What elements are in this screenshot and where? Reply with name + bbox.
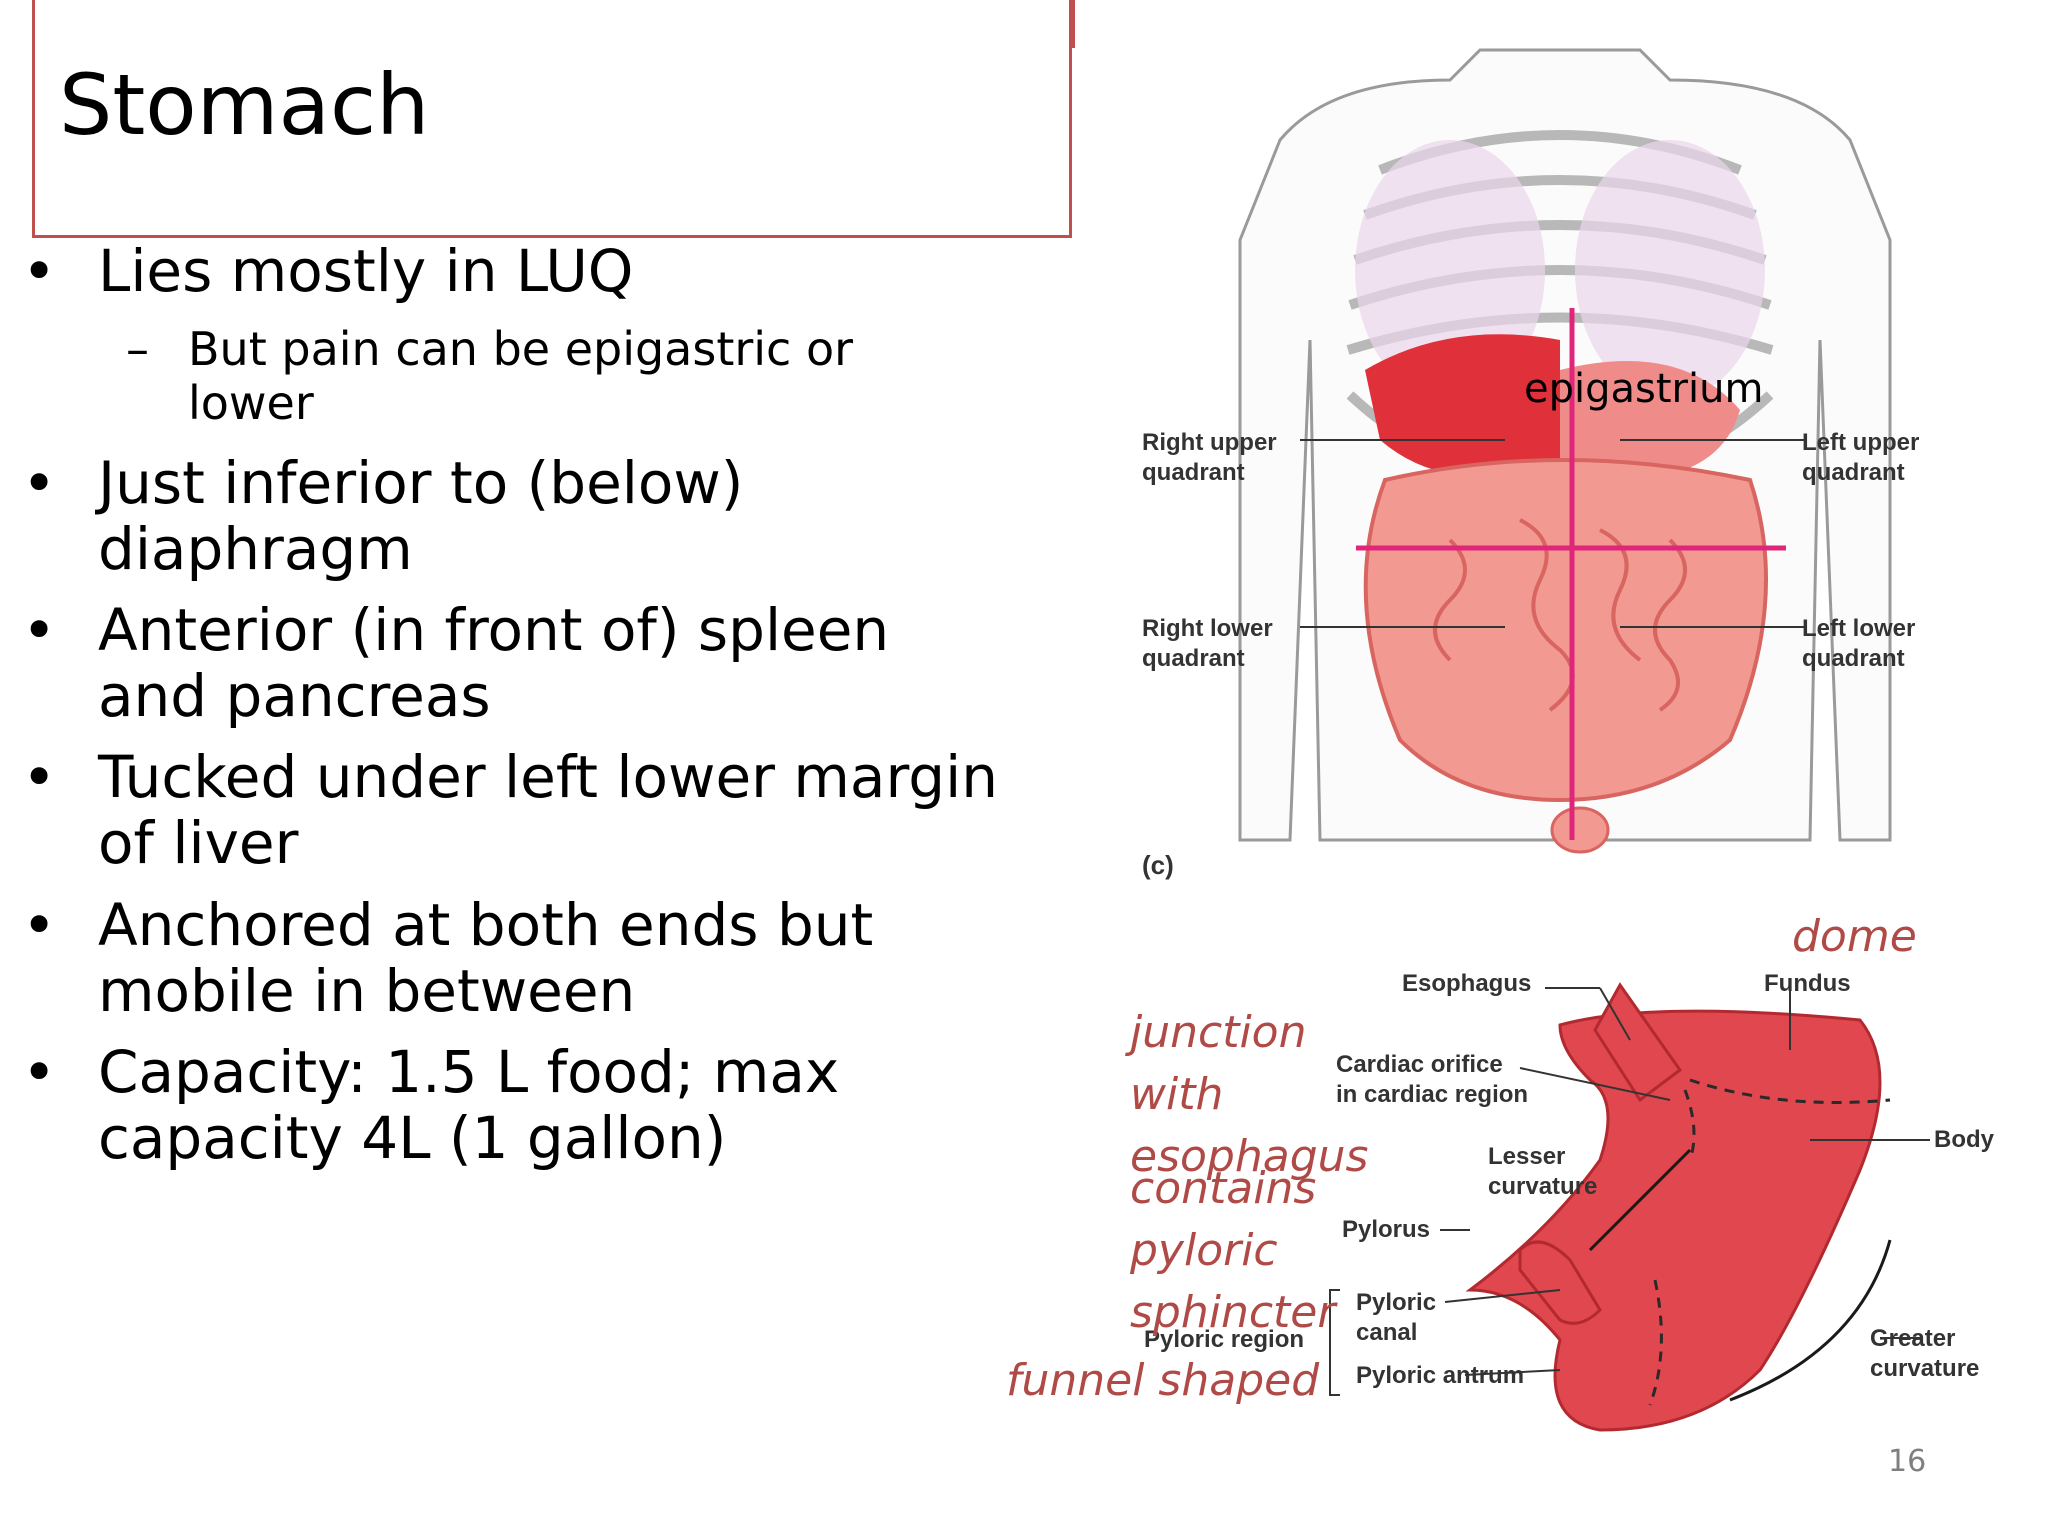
bullet-dot: • <box>22 237 57 305</box>
bullet-text: Lies mostly in LUQ <box>98 237 634 305</box>
stomach-anatomy-figure: Esophagus Fundus Cardiac orifice in card… <box>1000 930 2020 1450</box>
stomach-leader-lines <box>1440 987 1930 1376</box>
esophagus-label: Esophagus <box>1402 970 1532 997</box>
luq-label-line2: quadrant <box>1802 459 1905 486</box>
torso-illustration <box>1238 48 1892 854</box>
lesser-curvature-label: Lesser curvature <box>1488 1142 1597 1202</box>
intestines <box>1363 458 1768 803</box>
slide-title: Stomach <box>59 56 430 154</box>
curvature-arrows <box>1588 1148 1892 1402</box>
greater-curvature-label: Greater curvature <box>1870 1324 1979 1384</box>
body-label: Body <box>1934 1126 1994 1153</box>
greater-label-line2: curvature <box>1870 1355 1980 1382</box>
cardiac-label-line1: Cardiac orifice <box>1336 1051 1503 1078</box>
panel-label: (c) <box>1142 850 1174 880</box>
bullet-dot: • <box>22 449 57 517</box>
ruq-label: Right upper quadrant <box>1142 428 1277 488</box>
pyloric-canal-label: Pyloric canal <box>1356 1288 1436 1348</box>
bullet-dot: • <box>22 596 57 664</box>
pylorus-label: Pylorus <box>1342 1216 1431 1243</box>
junction-note-line2: with <box>1130 1069 1224 1120</box>
funnel-note: funnel shaped <box>1006 1355 1320 1406</box>
pylorus <box>1518 1240 1602 1325</box>
stomach <box>1465 1009 1882 1432</box>
greater-label-line1: Greater <box>1870 1325 1956 1352</box>
contains-note: contains pyloric sphincter <box>1130 1158 1335 1344</box>
lesser-label-line2: curvature <box>1488 1173 1598 1200</box>
title-box: Stomach <box>32 0 1075 238</box>
luq-label-line1: Left upper <box>1802 429 1920 456</box>
pyloric-region-label: Pyloric region <box>1144 1326 1305 1353</box>
contains-note-line1: contains <box>1130 1163 1317 1214</box>
bullet-text-line1: Anchored at both ends but <box>98 891 874 959</box>
lesser-label-line1: Lesser <box>1488 1143 1566 1170</box>
sub-bullet-dash: – <box>126 322 149 376</box>
pyloric-canal-line1: Pyloric <box>1356 1289 1437 1316</box>
left-lung <box>1575 140 1765 400</box>
junction-note-line1: junction <box>1130 1007 1307 1058</box>
esophagus <box>1593 982 1683 1103</box>
contains-note-line3: sphincter <box>1130 1287 1336 1338</box>
bullet-text-line2: and pancreas <box>98 662 491 730</box>
rlq-label: Right lower quadrant <box>1142 614 1273 674</box>
bullet-dot: • <box>22 891 57 959</box>
bullet-text-line2: diaphragm <box>98 515 413 583</box>
sub-bullet-text-line2: lower <box>188 376 314 430</box>
bullet-dot: • <box>22 743 57 811</box>
page-number: 16 <box>1888 1444 1927 1479</box>
bullet-text-line1: Tucked under left lower margin <box>98 743 998 811</box>
bladder <box>1550 806 1610 854</box>
pyloric-antrum-label: Pyloric antrum <box>1356 1362 1525 1389</box>
luq-label: Left upper quadrant <box>1802 428 1919 488</box>
llq-label: Left lower quadrant <box>1802 614 1915 674</box>
ruq-label-line2: quadrant <box>1142 459 1245 486</box>
cardiac-label-line2: in cardiac region <box>1336 1081 1529 1108</box>
pyloric-bracket <box>1329 1289 1340 1396</box>
epigastrium-annotation: epigastrium <box>1524 366 1764 412</box>
bullet-text-line2: mobile in between <box>98 957 636 1025</box>
bullet-text-line2: of liver <box>98 809 299 877</box>
leader-lines <box>1300 439 1805 628</box>
cardiac-orifice-label: Cardiac orifice in cardiac region <box>1336 1050 1528 1110</box>
stomach-illustration <box>1329 982 1930 1432</box>
abdominal-quadrants-figure: Right upper quadrant Left upper quadrant… <box>1120 40 2020 900</box>
sub-bullet-text-line1: But pain can be epigastric or <box>188 322 854 376</box>
bullet-text-line2: capacity 4L (1 gallon) <box>98 1104 727 1172</box>
junction-note: junction with esophagus <box>1130 1002 1368 1188</box>
llq-label-line2: quadrant <box>1802 645 1905 672</box>
bullet-text-line1: Anterior (in front of) spleen <box>98 596 890 664</box>
bullet-dot: • <box>22 1038 57 1106</box>
contains-note-line2: pyloric <box>1130 1225 1278 1276</box>
pyloric-canal-line2: canal <box>1356 1319 1418 1346</box>
rlq-label-line1: Right lower <box>1142 615 1273 642</box>
stomach-small <box>1560 361 1740 480</box>
bullet-text-line1: Just inferior to (below) <box>98 449 744 517</box>
ruq-label-line1: Right upper <box>1142 429 1277 456</box>
rlq-label-line2: quadrant <box>1142 645 1245 672</box>
fundus-label: Fundus <box>1764 970 1851 997</box>
region-dividers <box>1648 1078 1891 1406</box>
dome-note: dome <box>1792 911 1917 962</box>
bullet-text-line1: Capacity: 1.5 L food; max <box>98 1038 840 1106</box>
llq-label-line1: Left lower <box>1802 615 1916 642</box>
junction-note-line3: esophagus <box>1130 1131 1369 1182</box>
